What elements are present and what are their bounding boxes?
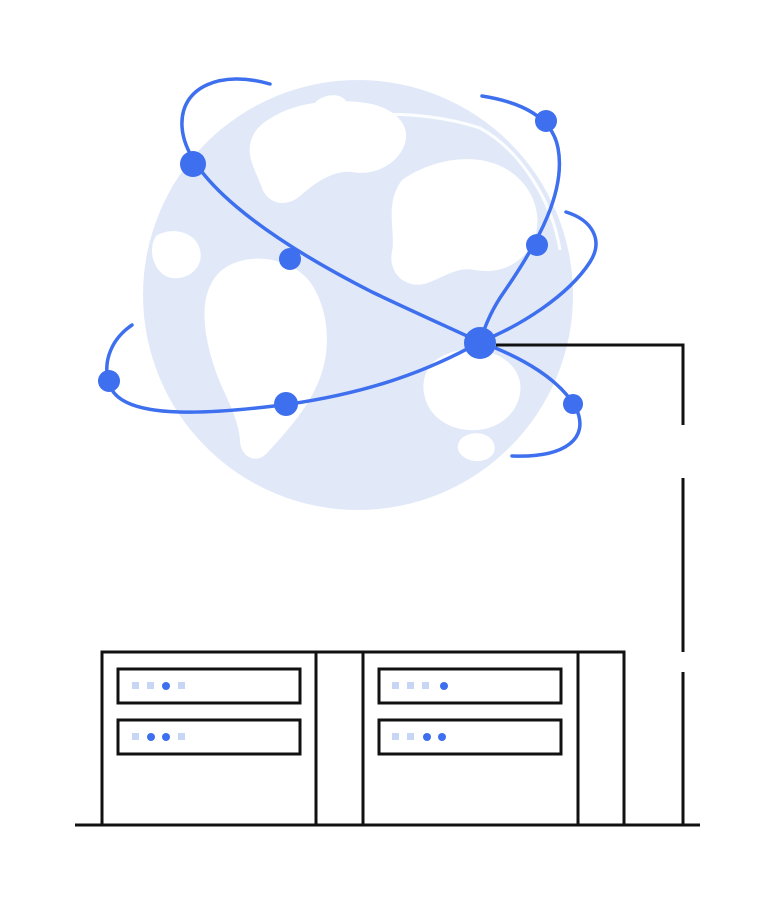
server-slot	[377, 718, 563, 756]
server-slot	[116, 718, 302, 756]
orbit-hub-node	[464, 327, 496, 359]
orbit-node	[279, 248, 301, 270]
landmass-islet-3	[457, 433, 495, 462]
orbit-node	[180, 151, 206, 177]
landmass-southeast	[423, 349, 521, 431]
led-indicator	[392, 733, 399, 740]
led-indicator	[147, 733, 155, 741]
orbit-nodes	[98, 110, 583, 416]
server-slot	[116, 667, 302, 705]
server-rack-icon	[75, 650, 700, 827]
led-indicator	[178, 682, 185, 689]
orbit-node	[526, 234, 548, 256]
server-leds	[132, 682, 448, 741]
orbit-path-a	[180, 77, 482, 344]
led-indicator	[162, 733, 170, 741]
orbit-path-d	[105, 323, 482, 414]
landmass-islet-2	[425, 169, 471, 208]
orbit-node	[98, 370, 120, 392]
led-indicator	[438, 733, 446, 741]
landmass-islet-1	[313, 95, 349, 122]
globe-icon	[143, 80, 573, 510]
led-indicator	[178, 733, 185, 740]
cable-segment-top	[496, 343, 685, 425]
led-indicator	[423, 733, 431, 741]
led-indicator	[162, 682, 170, 690]
led-indicator	[392, 682, 399, 689]
orbit-path-b	[478, 94, 562, 344]
led-indicator	[132, 733, 139, 740]
orbit-node	[535, 110, 557, 132]
server-slot	[377, 667, 563, 705]
orbit-node	[274, 392, 298, 416]
led-indicator	[422, 682, 429, 689]
landmass-west	[151, 231, 201, 279]
led-indicator	[132, 682, 139, 689]
connection-cable-icon	[496, 343, 685, 826]
led-indicator	[440, 682, 448, 690]
led-indicator	[147, 682, 154, 689]
landmass-north	[249, 101, 407, 203]
orbit-path-c	[478, 210, 598, 344]
orbit-node	[563, 394, 583, 414]
led-indicator	[407, 682, 414, 689]
led-indicator	[407, 733, 414, 740]
